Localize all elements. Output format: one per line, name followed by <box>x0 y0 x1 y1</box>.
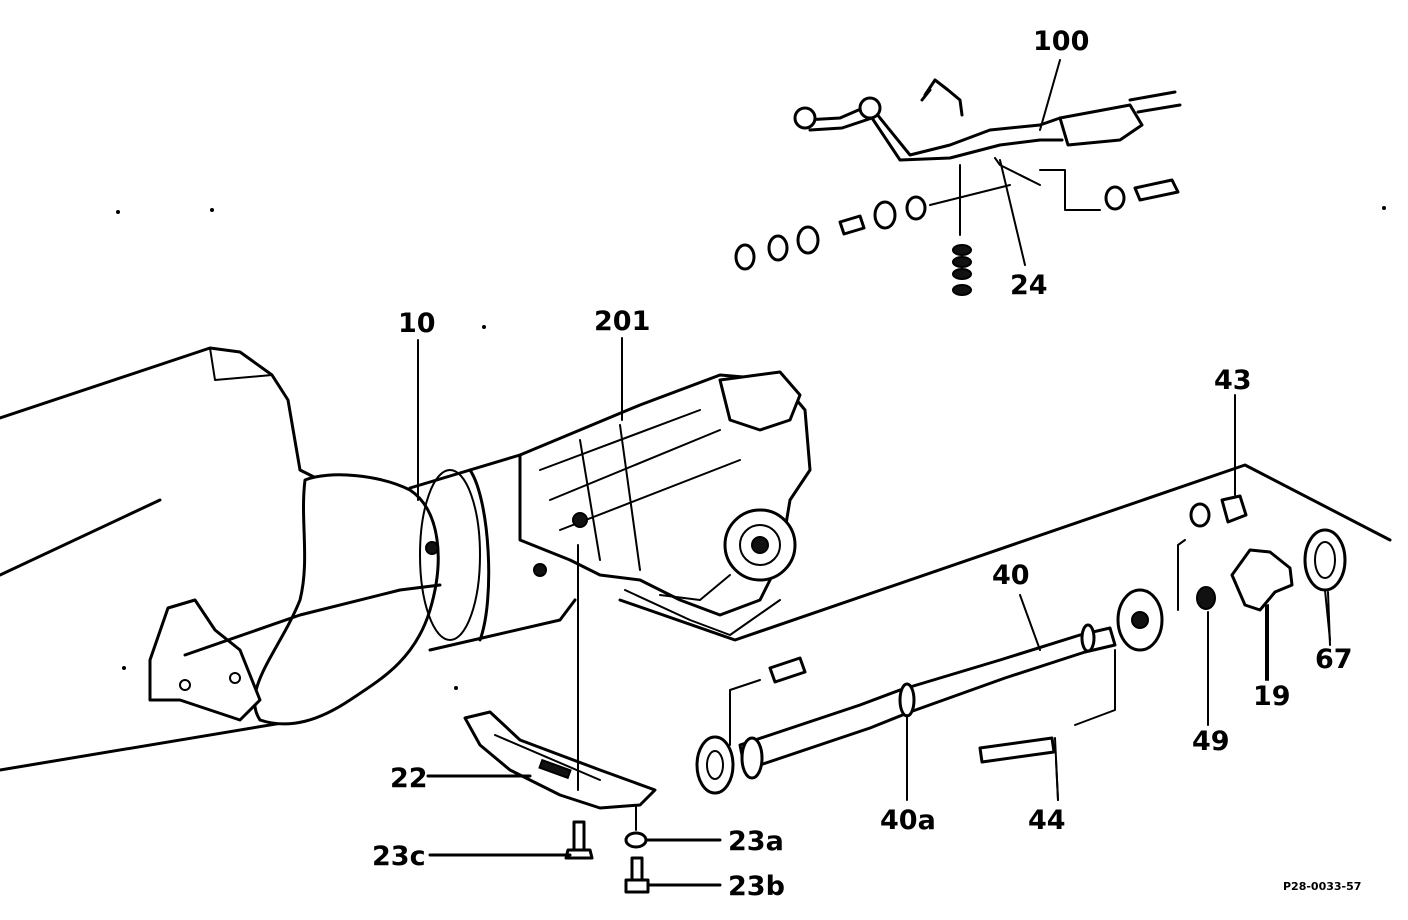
callout-10: 10 <box>398 308 436 339</box>
support-bracket-22 <box>463 544 657 810</box>
callout-24: 24 <box>1010 270 1048 301</box>
leader-lines <box>417 59 1331 887</box>
callout-23b: 23b <box>728 871 785 902</box>
callout-67: 67 <box>1315 644 1353 675</box>
callout-19: 19 <box>1253 681 1291 712</box>
callout-40: 40 <box>992 560 1030 591</box>
reference-code: P28-0033-57 <box>1283 880 1361 893</box>
transmission-housing <box>148 448 577 726</box>
callout-40a: 40a <box>880 805 936 836</box>
callout-44: 44 <box>1028 805 1066 836</box>
scan-specks <box>116 206 1386 690</box>
callout-23c: 23c <box>372 841 426 872</box>
exhaust-mount-hardware <box>734 164 1180 296</box>
callout-23a: 23a <box>728 826 784 857</box>
callout-43: 43 <box>1214 365 1252 396</box>
bolts-23 <box>564 804 650 894</box>
callout-49: 49 <box>1192 726 1230 757</box>
engine-block <box>0 346 322 772</box>
flange-and-seals <box>1177 494 1347 681</box>
callout-22: 22 <box>390 763 428 794</box>
transfer-case <box>518 370 812 636</box>
callout-201: 201 <box>594 306 650 337</box>
callout-100: 100 <box>1033 26 1089 57</box>
exhaust-pipe-assembly <box>793 78 1182 211</box>
